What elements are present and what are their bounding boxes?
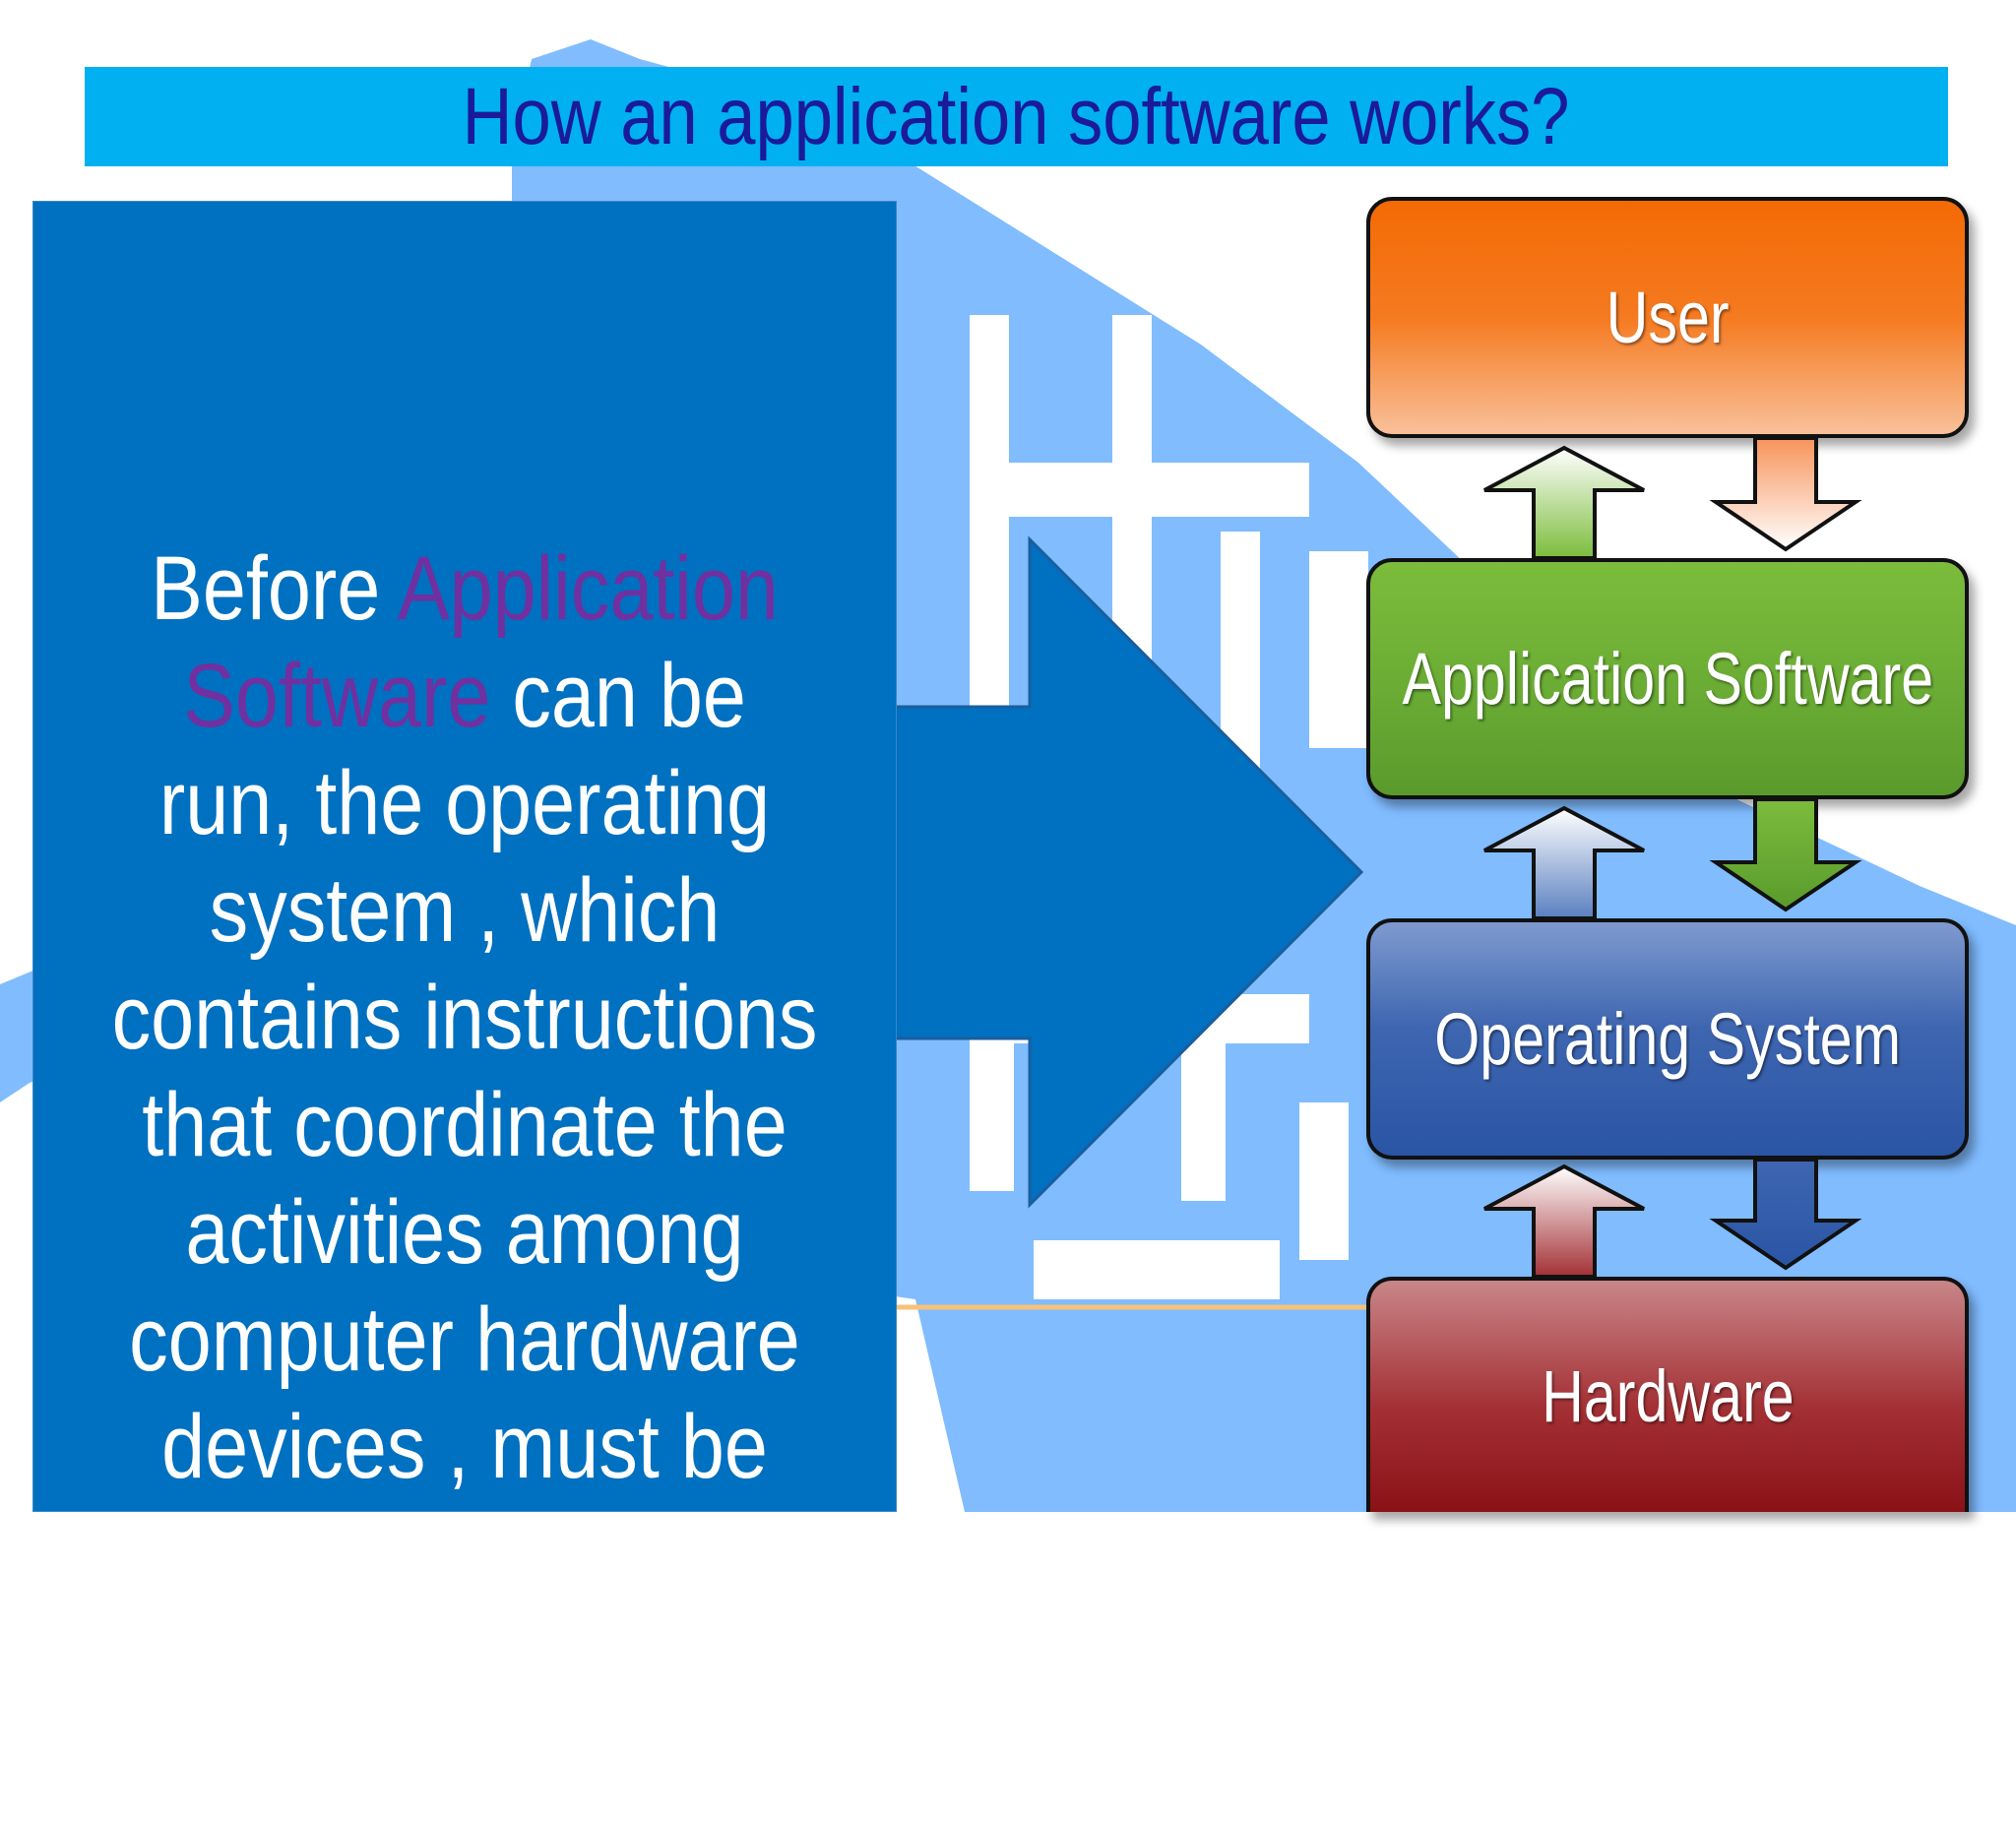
body-text-before: Before [151,538,398,639]
slide-title: How an application software works? [463,71,1570,161]
user-layer-box: User [1366,197,1969,438]
operating-system-layer-box: Operating System [1366,918,1969,1160]
application-software-layer-box: Application Software [1366,558,1969,799]
text-panel: Before Application Software can be run, … [32,201,897,1819]
application-software-layer-label: Application Software [1402,637,1933,720]
operating-system-layer-label: Operating System [1434,997,1901,1080]
body-text: Before Application Software can be run, … [108,535,821,1823]
title-bar: How an application software works? [85,67,1948,166]
hardware-layer-label: Hardware [1541,1354,1795,1437]
body-text-after: can be run, the operating system , which… [111,646,818,1819]
hardware-layer-box: Hardware [1366,1277,1969,1512]
body-text-highlight: Application Software [183,538,779,746]
user-layer-label: User [1606,276,1730,358]
